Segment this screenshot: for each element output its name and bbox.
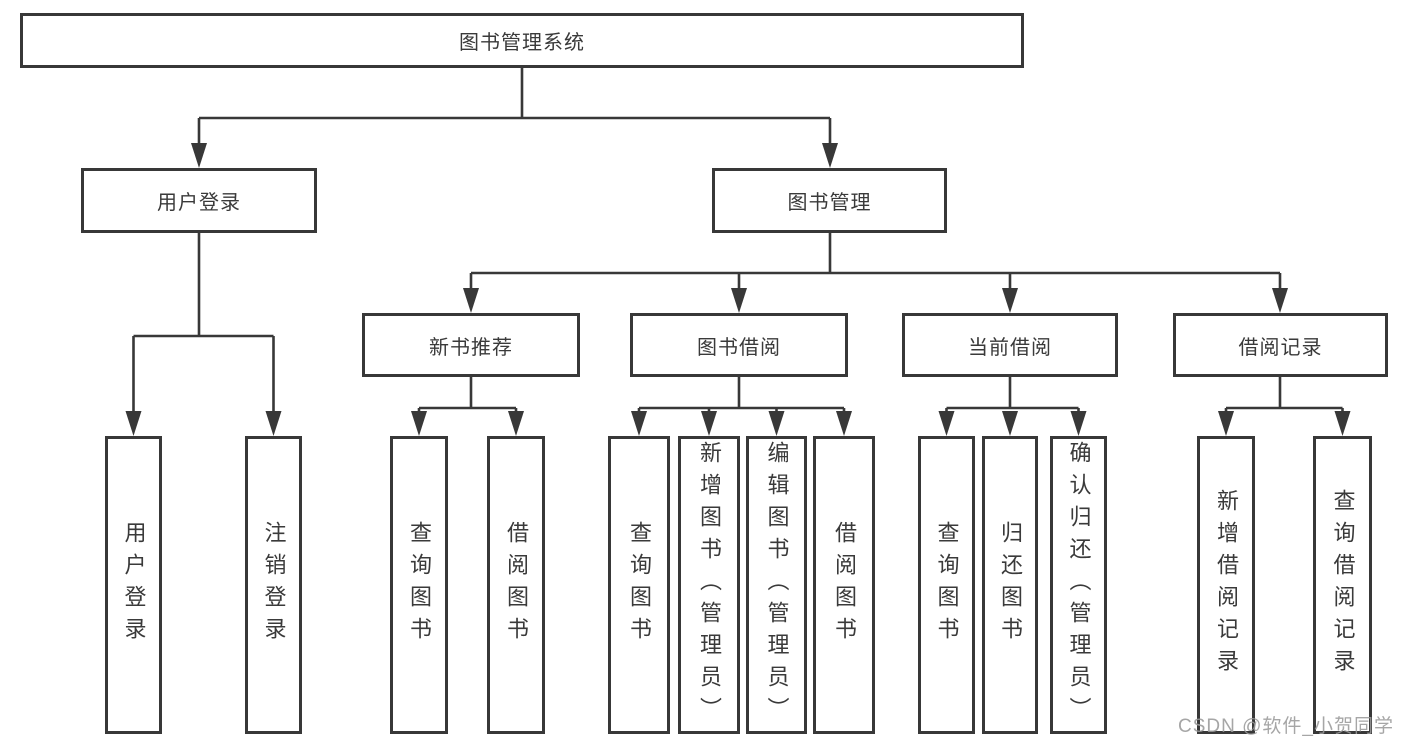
leaf-confirm-return-admin-label: 确认归还（管理员） bbox=[1066, 441, 1092, 729]
leaf-query-books-current-label: 查询图书 bbox=[934, 521, 960, 649]
leaf-query-books-current: 查询图书 bbox=[918, 436, 975, 734]
leaf-logout-label: 注销登录 bbox=[261, 521, 287, 649]
node-new-book-recommend: 新书推荐 bbox=[362, 313, 580, 377]
leaf-borrow-books-recommend-label: 借阅图书 bbox=[504, 521, 529, 649]
node-user-login: 用户登录 bbox=[81, 168, 317, 233]
leaf-edit-book-admin: 编辑图书（管理员） bbox=[746, 436, 807, 734]
leaf-query-books-borrowing-label: 查询图书 bbox=[627, 521, 652, 649]
node-user-login-label: 用户登录 bbox=[157, 192, 241, 214]
leaf-return-book: 归还图书 bbox=[982, 436, 1038, 734]
node-root: 图书管理系统 bbox=[20, 13, 1024, 68]
leaf-query-borrow-record-label: 查询借阅记录 bbox=[1330, 489, 1356, 681]
leaf-logout: 注销登录 bbox=[245, 436, 302, 734]
leaf-borrow-books-label: 借阅图书 bbox=[832, 521, 857, 649]
leaf-query-books-borrowing: 查询图书 bbox=[608, 436, 670, 734]
leaf-borrow-books-recommend: 借阅图书 bbox=[487, 436, 545, 734]
leaf-query-borrow-record: 查询借阅记录 bbox=[1313, 436, 1372, 734]
node-book-management: 图书管理 bbox=[712, 168, 947, 233]
leaf-query-books-recommend-label: 查询图书 bbox=[407, 521, 432, 649]
node-current-borrowing: 当前借阅 bbox=[902, 313, 1118, 377]
leaf-add-book-admin-label: 新增图书（管理员） bbox=[697, 441, 722, 729]
node-borrowing-records-label: 借阅记录 bbox=[1238, 336, 1323, 359]
leaf-confirm-return-admin: 确认归还（管理员） bbox=[1050, 436, 1107, 734]
node-book-borrowing-label: 图书借阅 bbox=[697, 336, 781, 359]
leaf-add-borrow-record: 新增借阅记录 bbox=[1197, 436, 1255, 734]
leaf-add-borrow-record-label: 新增借阅记录 bbox=[1214, 489, 1239, 681]
leaf-edit-book-admin-label: 编辑图书（管理员） bbox=[764, 441, 790, 729]
node-borrowing-records: 借阅记录 bbox=[1173, 313, 1388, 377]
node-book-management-label: 图书管理 bbox=[787, 192, 872, 214]
leaf-add-book-admin: 新增图书（管理员） bbox=[678, 436, 740, 734]
leaf-return-book-label: 归还图书 bbox=[998, 521, 1023, 649]
leaf-user-login-label: 用户登录 bbox=[121, 521, 147, 649]
leaf-borrow-books: 借阅图书 bbox=[813, 436, 875, 734]
node-new-book-recommend-label: 新书推荐 bbox=[429, 336, 513, 359]
node-book-borrowing: 图书借阅 bbox=[630, 313, 848, 377]
leaf-query-books-recommend: 查询图书 bbox=[390, 436, 448, 734]
node-root-label: 图书管理系统 bbox=[459, 32, 585, 54]
node-current-borrowing-label: 当前借阅 bbox=[968, 336, 1052, 359]
leaf-user-login: 用户登录 bbox=[105, 436, 162, 734]
csdn-watermark: CSDN @软件_小贺同学 bbox=[1178, 716, 1394, 737]
